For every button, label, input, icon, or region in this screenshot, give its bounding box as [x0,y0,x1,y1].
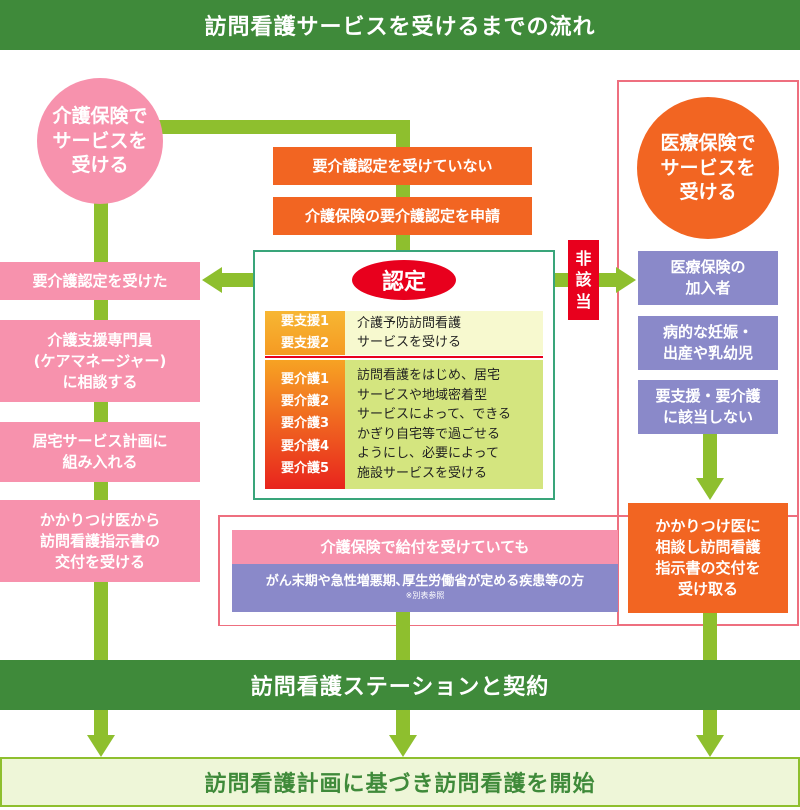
contract-label: 訪問看護ステーションと契約 [250,675,550,700]
contract-banner: 訪問看護ステーションと契約 [0,660,800,710]
arrow-down-right-middle [696,478,724,500]
left-step-certified: 要介護認定を受けた [0,262,200,300]
exception-frame [218,515,799,626]
care-level-1: 要介護1 [280,371,330,387]
exception-body-box: がん末期や急性増悪期､厚生労働省が定める疾患等の方 ※別表参照 [232,564,618,612]
higaitou-label: 非 該 当 [575,248,592,311]
arrow-left-to-certified [202,267,222,293]
left-step-instruction: かかりつけ医から 訪問看護指示書の 交付を受ける [0,500,200,582]
left-step-care-manager: 介護支援専門員 (ケアマネージャー) に相談する [0,320,200,402]
condition-not-applicable-label: 要支援・要介護 に該当しない [655,387,761,426]
care-insurance-circle: 介護保険で サービスを 受ける [37,78,163,204]
care-level-5: 要介護5 [280,461,330,477]
left-step-care-manager-label: 介護支援専門員 (ケアマネージャー) に相談する [33,330,167,391]
right-vertical-line-top [703,430,717,480]
higaitou-badge: 非 該 当 [568,240,599,320]
apply-certification-box: 介護保険の要介護認定を申請 [273,197,532,235]
nintei-label: 認定 [381,270,426,295]
arrow-down-right [696,735,724,757]
title-banner: 訪問看護サービスを受けるまでの流れ [0,0,800,50]
exception-body-label: がん末期や急性増悪期､厚生労働省が定める疾患等の方 [265,574,585,590]
support-desc-cell: 介護予防訪問看護 サービスを受ける [345,311,543,355]
care-desc-cell: 訪問看護をはじめ、居宅 サービスや地域密着型 サービスによって、できる かぎり自… [345,360,543,489]
not-certified-box: 要介護認定を受けていない [273,147,532,185]
exception-note-label: ※別表参照 [405,591,445,601]
condition-insured-label: 医療保険の 加入者 [670,258,746,297]
start-label: 訪問看護計画に基づき訪問看護を開始 [204,772,596,797]
left-step-care-plan: 居宅サービス計画に 組み入れる [0,422,200,482]
arrow-down-center [389,735,417,757]
medical-insurance-circle: 医療保険で サービスを 受ける [637,97,779,239]
support-level-1: 要支援1 [280,313,330,329]
condition-not-applicable: 要支援・要介護 に該当しない [638,380,778,434]
care-level-2: 要介護2 [280,393,330,409]
table-divider [265,356,543,358]
left-step-certified-label: 要介護認定を受けた [32,271,168,290]
support-desc-label: 介護予防訪問看護 サービスを受ける [357,315,462,351]
care-level-4: 要介護4 [280,438,330,454]
arrow-down-left [87,735,115,757]
support-levels-cell: 要支援1 要支援2 [265,311,345,355]
left-step-instruction-label: かかりつけ医から 訪問看護指示書の 交付を受ける [39,510,161,571]
page-title: 訪問看護サービスを受けるまでの流れ [204,15,596,40]
condition-pregnancy: 病的な妊娠・ 出産や乳幼児 [638,316,778,370]
care-level-3: 要介護3 [280,416,330,432]
right-step-instruction: かかりつけ医に 相談し訪問看護 指示書の交付を 受け取る [628,503,788,613]
exception-title-label: 介護保険で給付を受けていても [320,537,530,556]
left-step-care-plan-label: 居宅サービス計画に 組み入れる [32,432,168,471]
right-step-instruction-label: かかりつけ医に 相談し訪問看護 指示書の交付を 受け取る [655,517,761,598]
medical-insurance-circle-label: 医療保険で サービスを 受ける [660,131,756,204]
support-level-2: 要支援2 [280,336,330,351]
nintei-oval: 認定 [352,260,456,300]
exception-title-box: 介護保険で給付を受けていても [232,530,618,564]
arrow-right-to-medical [616,267,636,293]
care-levels-cell: 要介護1 要介護2 要介護3 要介護4 要介護5 [265,360,345,489]
care-insurance-circle-label: 介護保険で サービスを 受ける [52,104,148,177]
start-banner: 訪問看護計画に基づき訪問看護を開始 [0,757,800,807]
apply-certification-label: 介護保険の要介護認定を申請 [304,206,500,225]
not-certified-label: 要介護認定を受けていない [312,156,493,175]
care-desc-label: 訪問看護をはじめ、居宅 サービスや地域密着型 サービスによって、できる かぎり自… [357,368,512,481]
condition-pregnancy-label: 病的な妊娠・ 出産や乳幼児 [662,323,753,362]
condition-insured: 医療保険の 加入者 [638,251,778,305]
center-top-horizontal-line [150,120,410,134]
